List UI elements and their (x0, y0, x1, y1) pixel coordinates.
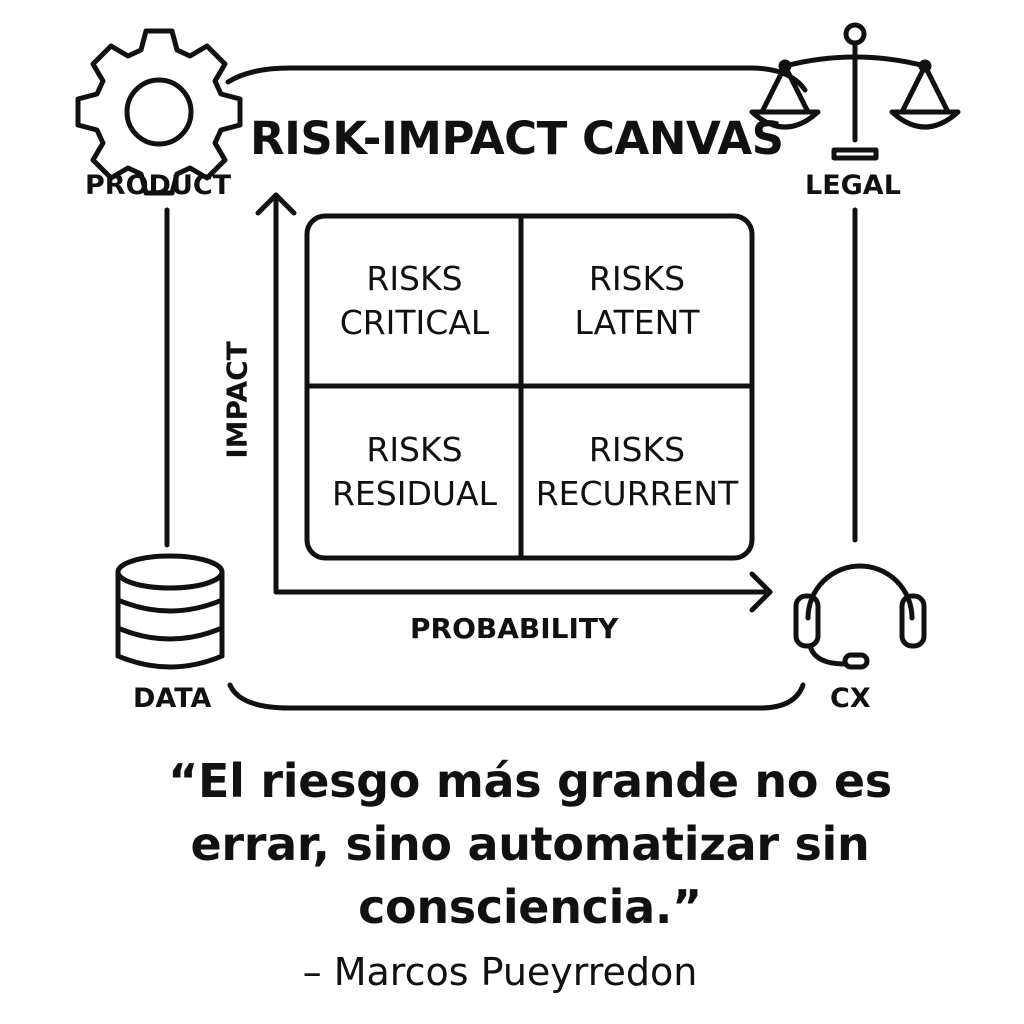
database-icon (115, 553, 225, 670)
connector-data-cx (227, 682, 806, 711)
quadrant-latent-line1: RISKS (588, 259, 686, 298)
data-label: DATA (133, 683, 212, 714)
probability-arrowhead (749, 571, 773, 613)
connector-product-legal (225, 65, 808, 93)
impact-axis-label: IMPACT (220, 341, 254, 459)
probability-axis-label: PROBABILITY (410, 612, 619, 645)
quadrant-recurrent-line1: RISKS (588, 430, 686, 469)
impact-arrowhead (255, 192, 297, 216)
gear-icon (75, 28, 243, 196)
quadrant-residual-line1: RISKS (366, 430, 463, 469)
quote-author: – Marcos Pueyrredon (302, 950, 698, 994)
cx-label: CX (830, 683, 871, 714)
headset-icon (793, 563, 927, 670)
quadrant-recurrent: RISKS RECURRENT (524, 388, 750, 556)
page-title: RISK-IMPACT CANVAS (250, 112, 784, 165)
impact-axis-arrow (273, 192, 773, 595)
scales-icon (749, 22, 961, 161)
quadrant-recurrent-line2: RECURRENT (535, 474, 739, 513)
quadrant-latent: RISKS LATENT (524, 218, 750, 384)
legal-label: LEGAL (805, 170, 901, 201)
quadrant-residual-line2: RESIDUAL (332, 474, 497, 513)
quote-text: “El riesgo más grande no es errar, sino … (168, 754, 892, 934)
quadrant-critical-line1: RISKS (366, 259, 463, 298)
quadrant-residual: RISKS RESIDUAL (310, 388, 519, 556)
quadrant-latent-line2: LATENT (574, 303, 700, 342)
product-label: PRODUCT (85, 170, 232, 201)
quadrant-critical: RISKS CRITICAL (310, 218, 519, 384)
quadrant-critical-line2: CRITICAL (339, 303, 490, 342)
